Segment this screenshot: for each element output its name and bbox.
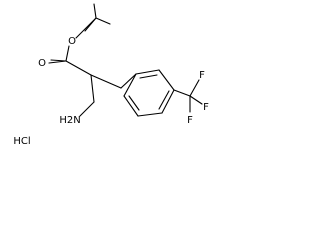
fluorine-label-right: F (203, 102, 209, 113)
fluorine-label-bottom: F (187, 115, 193, 126)
tert-butyl-group (75, 3, 111, 39)
bond (48, 60, 67, 64)
bond (79, 101, 95, 117)
backbone (65, 60, 137, 117)
bond (90, 74, 122, 89)
bond (123, 73, 137, 97)
bond (158, 69, 175, 91)
bond (128, 95, 140, 111)
bond (93, 3, 97, 19)
bond (90, 74, 95, 103)
chemical-structure: O O H2N F F F HCl (13, 3, 209, 147)
benzene-ring (123, 69, 175, 117)
bond (189, 79, 200, 97)
bond (120, 73, 137, 89)
trifluoromethyl-group (173, 79, 203, 113)
bond (158, 90, 170, 110)
bond (135, 69, 160, 75)
counterion-label: HCl (13, 136, 30, 147)
bond (161, 89, 175, 114)
fluorine-label-top: F (199, 70, 205, 81)
bond (65, 60, 92, 76)
bond (173, 89, 191, 97)
bond (75, 17, 97, 39)
amine-label: H2N (59, 115, 80, 126)
ester-group (48, 45, 70, 64)
carbonyl-oxygen-label: O (38, 58, 46, 69)
bond (65, 45, 70, 62)
bond (139, 74, 158, 79)
bond (189, 95, 203, 105)
ester-oxygen-label: O (68, 36, 76, 47)
bond (137, 112, 163, 117)
bond (95, 17, 111, 25)
bond (123, 95, 139, 117)
